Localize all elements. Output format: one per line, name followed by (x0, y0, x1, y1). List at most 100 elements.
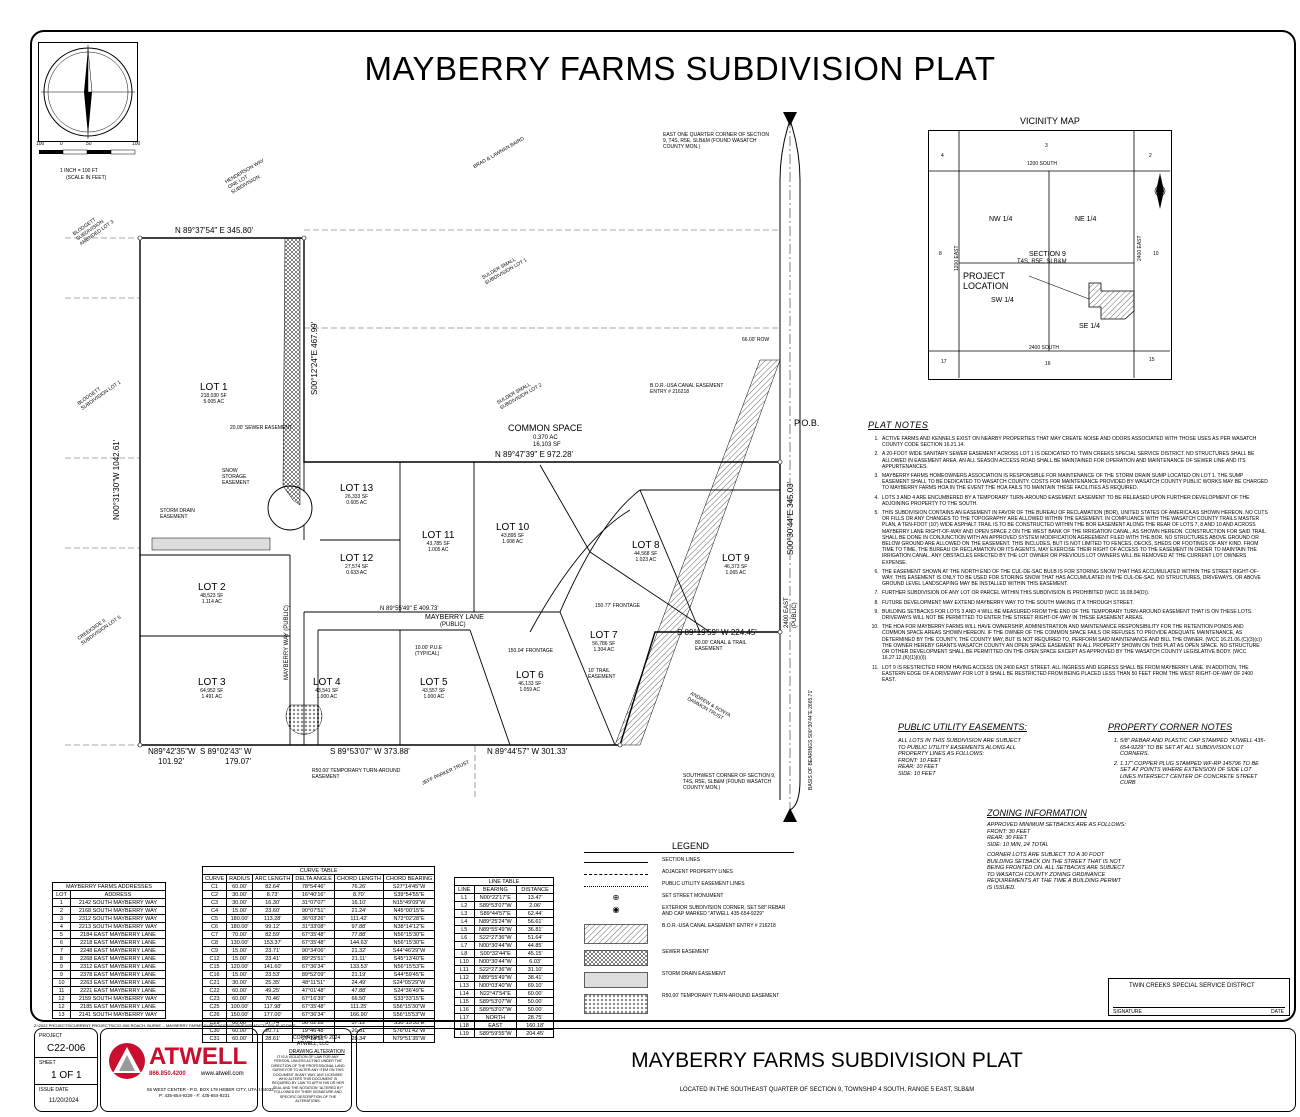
table-cell: 2184 EAST MAYBERRY LANE (69, 930, 167, 939)
sheet-number: 1 OF 1 (51, 1070, 82, 1081)
property-corner-note: 5/8" REBAR AND PLASTIC CAP STAMPED "ATWE… (1120, 738, 1268, 758)
table-cell: 23.71' (251, 946, 294, 955)
lot-square-feet: 26,333 SF (345, 494, 369, 500)
line-table-title: LINE TABLE (454, 877, 554, 886)
table-cell: N15°49'09"W (382, 898, 436, 907)
table-cell: 133.53' (333, 962, 384, 971)
table-cell: N45°00'15"E (382, 906, 436, 915)
table-cell: L16 (454, 1005, 475, 1014)
table-cell: 70.46' (251, 994, 294, 1003)
table-cell: C2 (201, 890, 228, 899)
title-block-heading: MAYBERRY FARMS SUBDIVISION PLAT (631, 1049, 1023, 1072)
alteration-warning-box: COPYRIGHT © 2024 ATWELL, LLC DRAWING ALT… (262, 1028, 352, 1112)
table-cell: S45°13'40"E (382, 954, 436, 963)
south-bearing-2: S 89°02'43" W (200, 747, 252, 756)
table-cell: 24.49' (333, 978, 384, 987)
lot-name: LOT 7 (590, 630, 618, 641)
table-cell: 2168 SOUTH MAYBERRY WAY (69, 906, 167, 915)
legend-item: PUBLIC UTILITY EASEMENT LINES (584, 880, 794, 892)
table-cell: 15.00' (226, 906, 253, 915)
frontage-label-2: 150.04' FRONTAGE (508, 648, 554, 654)
table-cell: 90°07'51" (292, 906, 335, 915)
east-bearing: S00°30'44"E 345.03' (786, 481, 795, 555)
table-cell: L15 (454, 997, 475, 1006)
table-cell: 60.00' (226, 986, 253, 995)
table-cell: 60.00' (226, 994, 253, 1003)
legend-label: B.O.R.-USA CANAL EASEMENT ENTRY # 216218 (662, 923, 776, 929)
section-number: 2 (1149, 153, 1152, 159)
table-cell: 89°25'51" (292, 954, 335, 963)
table-cell: C1 (201, 882, 228, 891)
table-cell: C23 (201, 994, 228, 1003)
table-cell: 15.00' (226, 970, 253, 979)
road-label: 2400 SOUTH (1029, 345, 1060, 351)
scale-text: 1 INCH = 100 FT (60, 168, 98, 174)
project-info-box: PROJECT C22-006 SHEET 1 OF 1 ISSUE DATE … (34, 1028, 98, 1112)
table-cell: S33°33'15"E (382, 994, 436, 1003)
table-cell: 2159 SOUTH MAYBERRY WAY (69, 994, 167, 1003)
table-cell: L3 (454, 909, 475, 918)
company-address: 55 WEST CENTER - P.O. BOX 178 HEBER CITY… (147, 1087, 274, 1092)
canal-easement-label: B.O.R.-USA CANAL EASEMENT ENTRY # 216218 (650, 383, 724, 395)
district-signature-box: TWIN CREEKS SPECIAL SERVICE DISTRICT SIG… (1108, 978, 1290, 1016)
table-cell: S24°36'49"E (382, 986, 436, 995)
table-cell: 47°01'48" (292, 986, 335, 995)
table-cell: C5 (201, 914, 228, 923)
table-cell: 48°11'51" (292, 978, 335, 987)
table-cell: 12 (52, 1002, 71, 1011)
public-utility-line: PROPERTY LINES AS FOLLOWS: (898, 751, 985, 757)
legend-title: LEGEND (672, 841, 710, 851)
table-cell: 36°02'28" (292, 1018, 335, 1027)
scale-note: (SCALE IN FEET) (66, 175, 107, 181)
lot-acres: 0.605 AC (346, 500, 367, 506)
signature-label: SIGNATURE (1113, 1009, 1142, 1015)
table-cell: 12 (52, 994, 71, 1003)
lot-square-feet: 27,574 SF (345, 564, 369, 570)
table-header: RADIUS (226, 874, 253, 883)
lot-acres: 0.633 AC (346, 570, 367, 576)
table-cell: 180.00' (226, 914, 253, 923)
lane-label: MAYBERRY LANE (425, 614, 484, 621)
table-cell: 2141 SOUTH MAYBERRY WAY (69, 1010, 167, 1019)
table-cell: N38°14'12"E (382, 922, 436, 931)
table-cell: L11 (454, 965, 475, 974)
zoning-line: SIDE: 10 MIN, 24 TOTAL (987, 841, 1049, 848)
signature-line (1113, 1007, 1285, 1008)
legend-symbol (584, 972, 648, 988)
table-cell: 49.25' (251, 986, 294, 995)
table-cell: S56°15'53"W (382, 1010, 436, 1019)
lot-acres: 1.114 AC (201, 599, 222, 605)
sewer-easement-label: 20.00' SEWER EASEMENT (230, 425, 293, 431)
table-cell: 21.19' (333, 970, 384, 979)
table-cell: 67°36'34" (292, 1010, 335, 1019)
table-cell: S24°05'29"W (382, 978, 436, 987)
section-label: SECTION 9 (1029, 251, 1066, 258)
table-cell: L12 (454, 973, 475, 982)
legend-item: SECTION LINES (584, 856, 794, 868)
table-cell: 31.10' (516, 965, 554, 974)
table-cell: 2.06' (516, 901, 554, 910)
table-cell: 15.00' (226, 954, 253, 963)
section-number: 4 (941, 153, 944, 159)
legend-item: SEWER EASEMENT (584, 948, 794, 970)
table-cell: L8 (454, 949, 475, 958)
table-cell: 1 (52, 898, 71, 907)
snow-easement-label: SNOW STORAGE EASEMENT (222, 468, 250, 486)
issue-date: 11/20/2024 (49, 1098, 79, 1104)
lane-bearing: N 89°55'49" E 409.73' (380, 606, 439, 612)
scale-tick: 100 (36, 141, 45, 147)
lot-acres: 1.023 AC (635, 557, 657, 563)
table-cell: N00°22'17"E (473, 893, 518, 902)
table-cell: C25 (201, 1002, 228, 1011)
table-cell: 23.60' (251, 906, 294, 915)
